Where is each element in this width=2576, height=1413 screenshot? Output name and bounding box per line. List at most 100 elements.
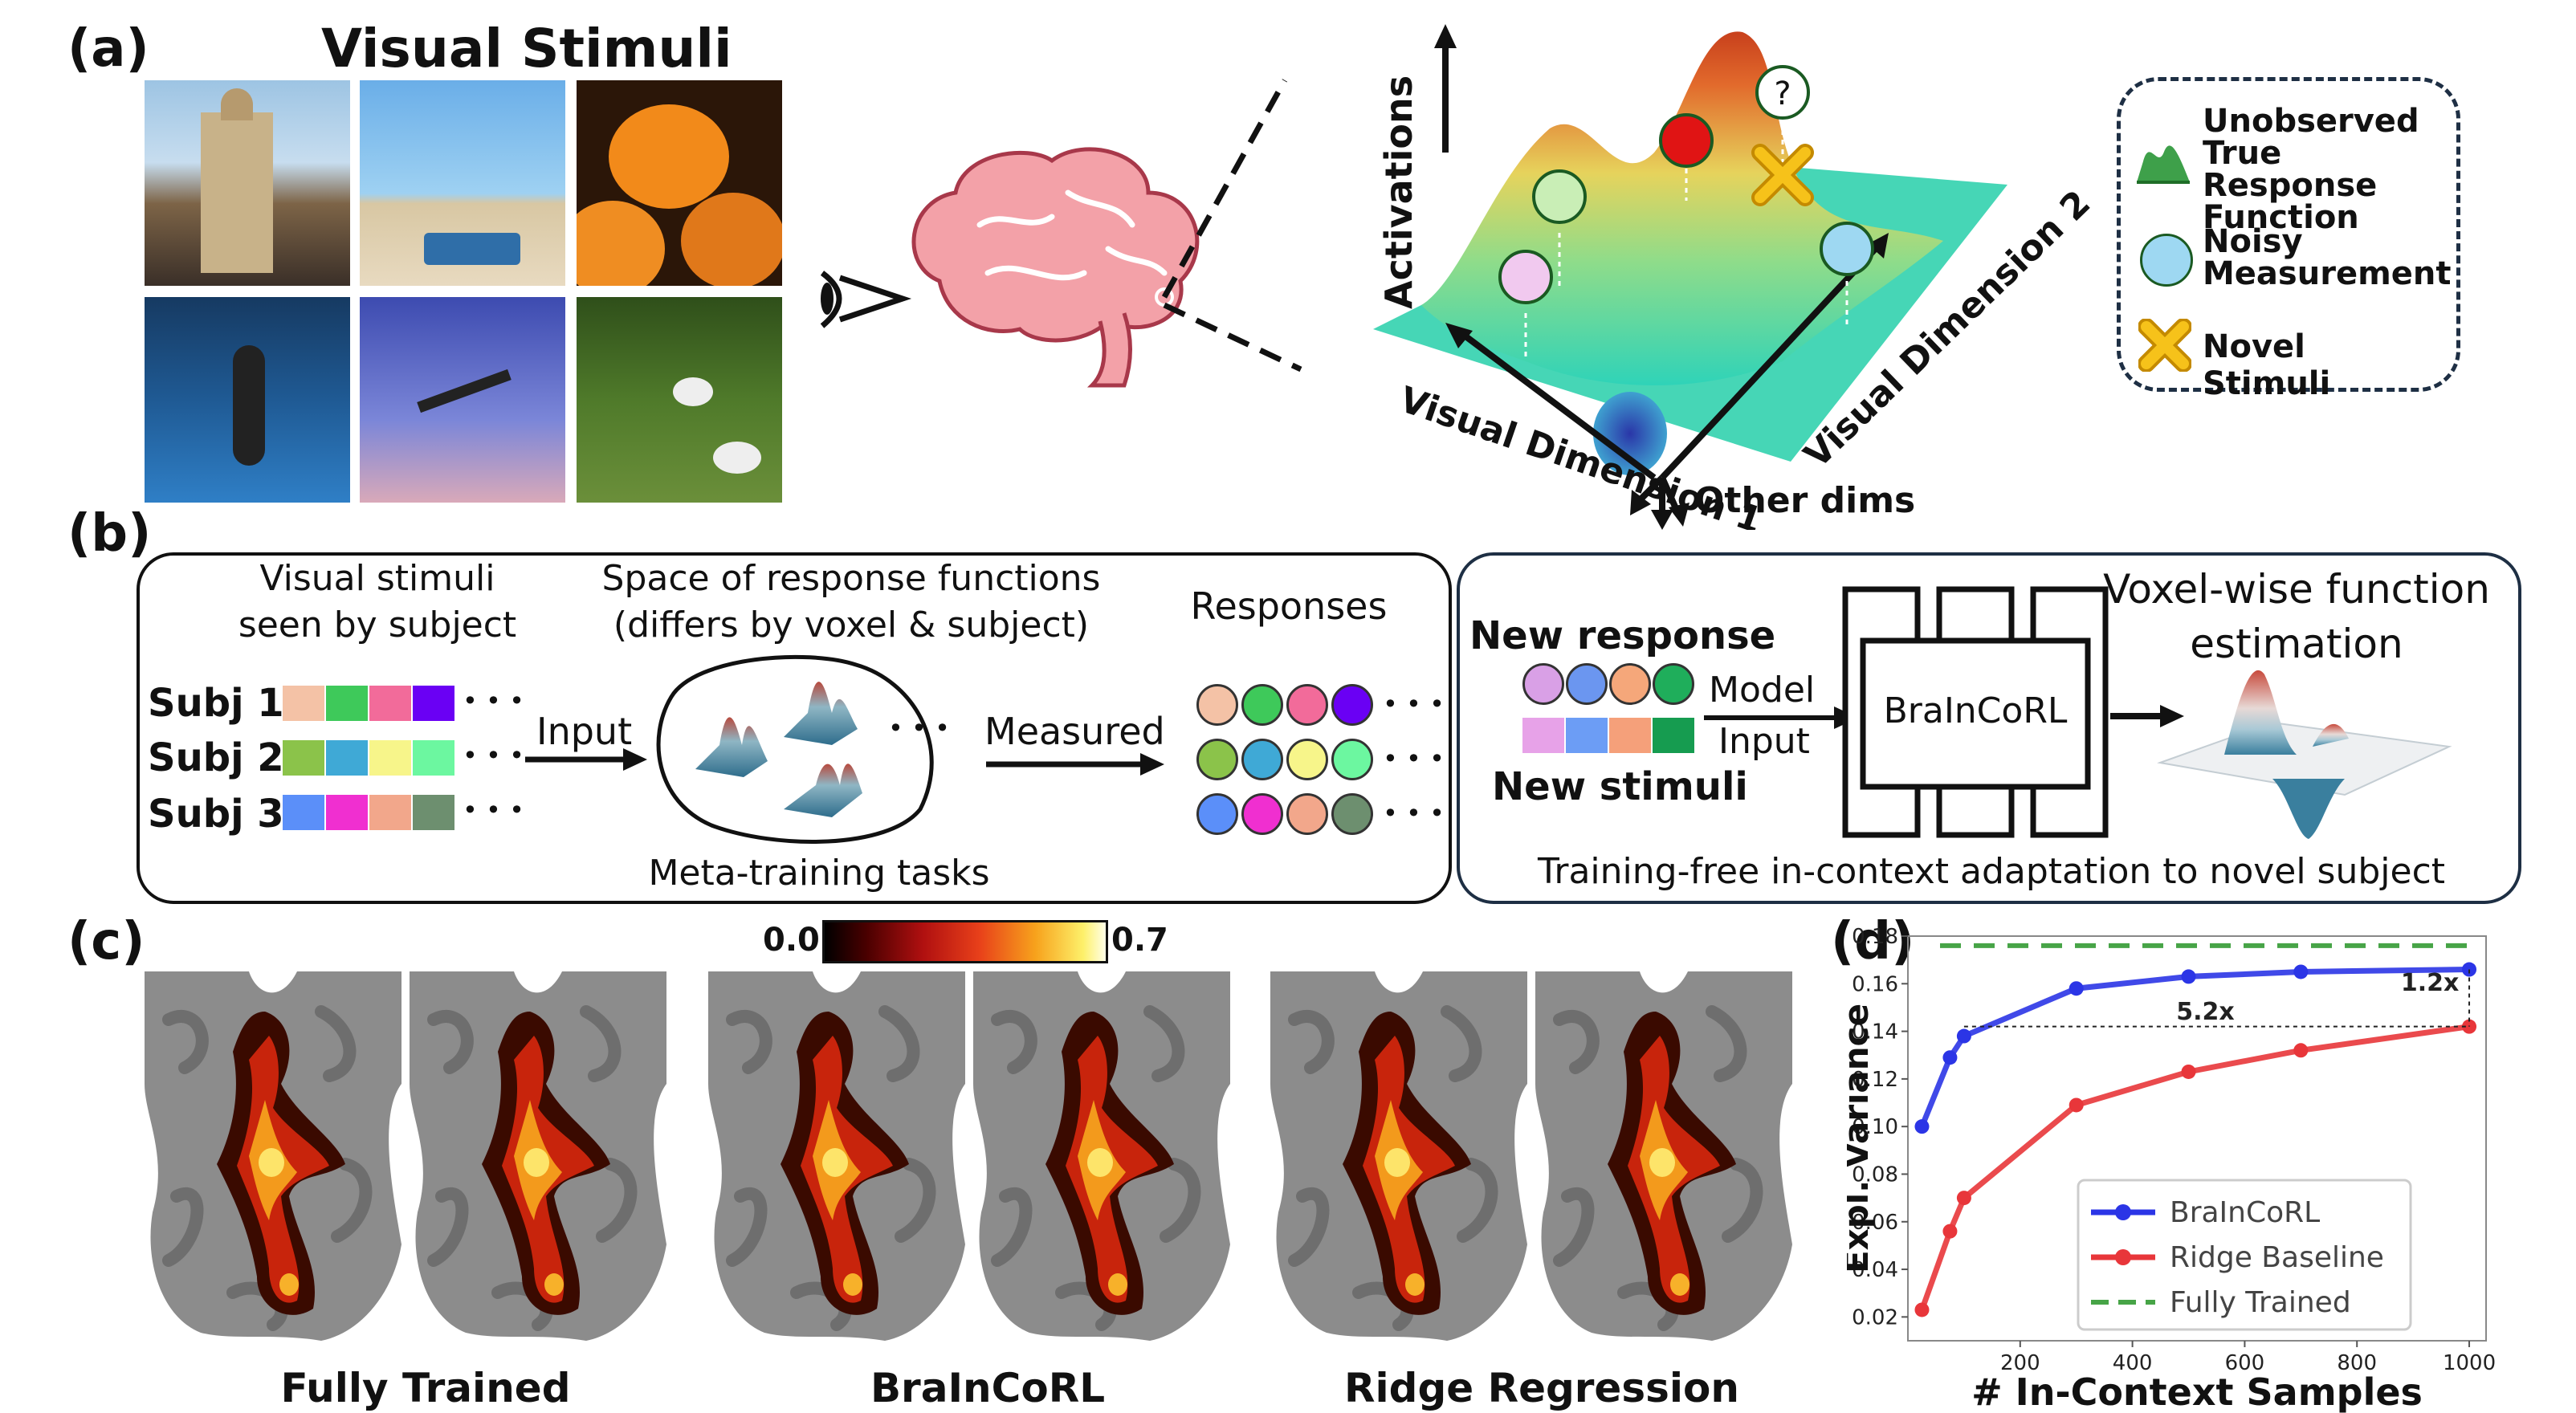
stimulus-chip — [413, 740, 454, 776]
stimulus-chip — [326, 740, 368, 776]
series-point — [2293, 964, 2309, 979]
stimulus-image-sheep — [577, 297, 782, 503]
y-tick-label: 0.12 — [1852, 1068, 1898, 1092]
subject-ellipsis-2: • • • — [463, 740, 524, 771]
y-tick-label: 0.02 — [1852, 1305, 1898, 1330]
stimulus-chip — [369, 686, 411, 721]
legend-label: BraInCoRL — [2170, 1196, 2320, 1229]
flatmap-hemisphere — [973, 971, 1230, 1341]
noisy-measurement-point — [1532, 169, 1587, 224]
measured-arrow — [986, 753, 1164, 776]
response-dot — [1196, 793, 1238, 835]
colorbar — [822, 920, 1108, 963]
noisy-measurement-point — [1659, 113, 1714, 168]
response-dot — [1286, 793, 1328, 835]
stimulus-chip — [413, 686, 454, 721]
model-input-label-2: Input — [1718, 721, 1810, 762]
y-tick-label: 0.10 — [1852, 1115, 1898, 1139]
response-dot — [1241, 739, 1283, 780]
legend-marker — [2115, 1249, 2131, 1265]
subject-label-3: Subj 3 — [148, 792, 284, 837]
response-dot — [1331, 684, 1373, 726]
y-tick-label: 0.08 — [1852, 1163, 1898, 1187]
series-point — [2181, 1064, 2196, 1079]
legend-novel: Novel Stimuli — [2203, 328, 2331, 402]
new-stimulus-chip — [1522, 718, 1564, 753]
new-response-dot — [1653, 663, 1694, 705]
response-dot — [1241, 793, 1283, 835]
axis-label-activations: Activations — [1377, 75, 1420, 309]
new-response-dot — [1609, 663, 1651, 705]
new-response-dot — [1522, 663, 1564, 705]
stimulus-chip — [326, 686, 368, 721]
stimulus-chip — [369, 795, 411, 830]
stimulus-image-building — [145, 80, 350, 286]
stimulus-image-tennis — [145, 297, 350, 503]
response-space-title: Space of response functions (differs by … — [601, 558, 1101, 645]
series-point — [2069, 981, 2084, 996]
y-tick-label: 0.14 — [1852, 1020, 1898, 1044]
svg-text:• • •: • • • — [888, 713, 950, 743]
flatmap-label-braincorl: BraInCoRL — [870, 1365, 1106, 1411]
response-dot — [1241, 684, 1283, 726]
plot-frame — [1907, 935, 2487, 1342]
legend-true-function: Unobserved True Response Function — [2203, 103, 2419, 236]
series-point — [2462, 962, 2477, 977]
response-dot — [1331, 793, 1373, 835]
flatmap-hemisphere — [410, 971, 666, 1341]
panel-label-d: (d) — [1831, 912, 1915, 971]
x-axis-label: # In-Context Samples — [1971, 1370, 2423, 1413]
adaptation-box — [1457, 552, 2521, 904]
x-tick-label: 200 — [2000, 1351, 2040, 1375]
input-arrow-label: Input — [536, 710, 633, 753]
responses-title: Responses — [1190, 584, 1388, 628]
noisy-measurement-point — [1820, 222, 1874, 276]
flatmap-hemisphere — [1270, 971, 1527, 1341]
flatmap-hemisphere — [1535, 971, 1792, 1341]
y-tick-label: 0.18 — [1852, 925, 1898, 949]
surface-pit — [1593, 392, 1667, 475]
stimulus-chip — [413, 795, 454, 830]
series-point — [1956, 1028, 1971, 1044]
response-ellipsis-1: • • • — [1383, 689, 1445, 719]
flatmap-label-fully-trained: Fully Trained — [280, 1365, 571, 1411]
legend-noisy: Noisy Measurement — [2203, 223, 2452, 292]
output-title: Voxel-wise function estimation — [2103, 566, 2490, 667]
input-arrow — [525, 748, 647, 771]
response-dot — [1286, 684, 1328, 726]
stimulus-image-beach — [360, 80, 565, 286]
meta-training-box — [137, 552, 1452, 904]
query-mark: ? — [1774, 75, 1791, 112]
series-point — [1914, 1119, 1930, 1134]
brain-icon — [911, 147, 1200, 388]
new-response-label: New response — [1469, 613, 1776, 658]
subject-label-2: Subj 2 — [148, 735, 284, 780]
legend-marker — [2115, 1204, 2131, 1220]
colorbar-max: 0.7 — [1111, 922, 1168, 959]
series-point — [2181, 969, 2196, 984]
y-tick-label: 0.04 — [1852, 1258, 1898, 1282]
response-surface-plot: ? Activations Visual Dimension 1 Visual … — [1373, 24, 2096, 530]
model-input-label-1: Model — [1709, 670, 1816, 711]
response-dot — [1286, 739, 1328, 780]
stimuli-title: Visual Stimuli — [321, 18, 732, 79]
flatmap-hemisphere — [145, 971, 401, 1341]
model-block — [1842, 586, 2109, 838]
legend-label: Ridge Baseline — [2170, 1241, 2384, 1274]
stimulus-image-oranges — [577, 80, 782, 286]
x-tick-label: 600 — [2225, 1351, 2265, 1375]
response-dot — [1196, 739, 1238, 780]
ratio-annotation: 5.2x — [2176, 998, 2235, 1026]
surface-hills — [1421, 31, 1943, 385]
series-point — [1914, 1302, 1930, 1317]
series-point — [1942, 1050, 1958, 1065]
series-point — [2069, 1097, 2084, 1113]
new-stimulus-chip — [1609, 718, 1651, 753]
subject-label-1: Subj 1 — [148, 681, 284, 726]
series-line-braincorl — [1919, 967, 2470, 1128]
true-function-icon — [2137, 145, 2190, 184]
y-axis-label: Expl. Variance — [1847, 1004, 1876, 1273]
stimuli-column-title: Visual stimuli seen by subject — [238, 558, 517, 645]
y-tick-label: 0.06 — [1852, 1211, 1898, 1235]
